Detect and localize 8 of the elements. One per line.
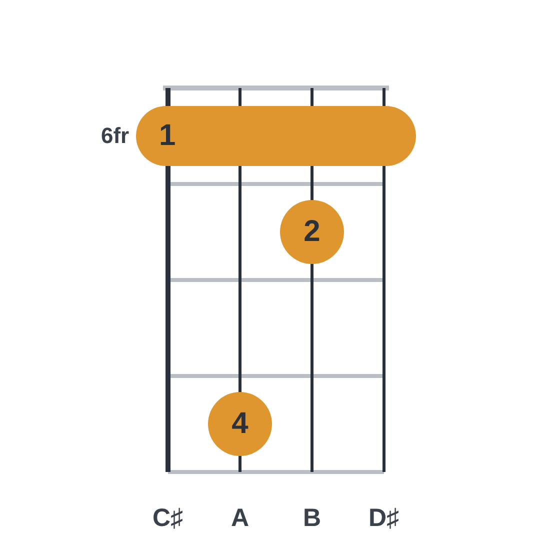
string-name: D♯	[368, 506, 400, 530]
finger-number: 4	[232, 409, 248, 439]
string-name: A	[231, 506, 250, 530]
finger-number: 1	[159, 121, 176, 151]
string-name: B	[303, 506, 322, 530]
fret-position-label: 6fr	[101, 125, 130, 147]
finger-number: 2	[304, 217, 320, 247]
string-name: C♯	[152, 506, 184, 530]
